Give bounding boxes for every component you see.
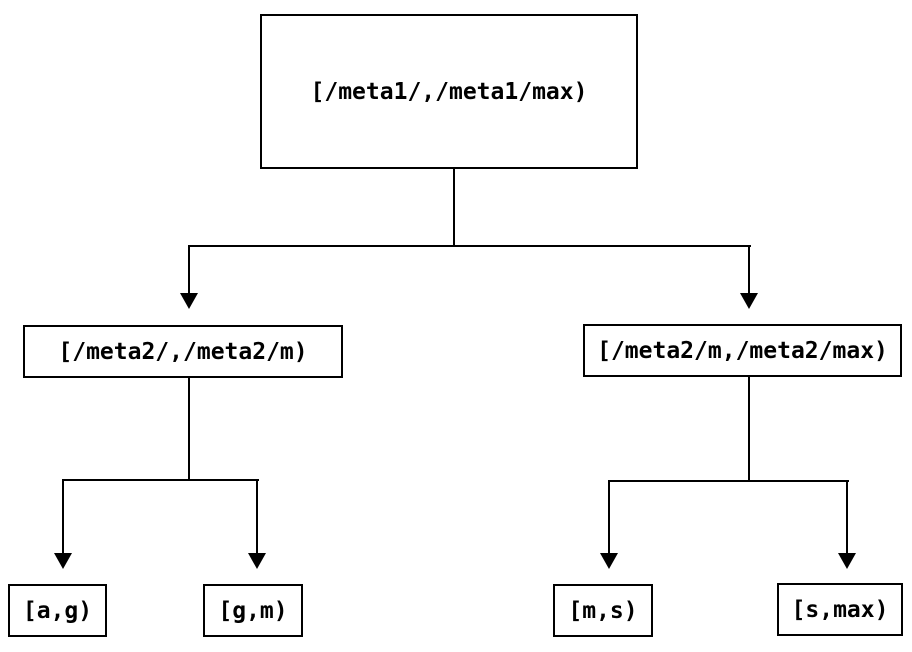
arrowhead-down-icon: [54, 553, 72, 569]
edge-root-drop-line: [453, 169, 455, 247]
node-leaf-gm-interval: [g,m): [203, 584, 303, 637]
node-meta2-right-interval: [/meta2/m,/meta2/max): [583, 324, 902, 377]
node-root-interval: [/meta1/,/meta1/max): [260, 14, 638, 169]
edge-root-to-left-stem-line: [188, 245, 190, 293]
arrowhead-down-icon: [740, 293, 758, 309]
edge-right-branch-line: [609, 480, 849, 482]
edge-to-leaf-ms-stem-line: [608, 480, 610, 553]
arrowhead-down-icon: [838, 553, 856, 569]
arrowhead-down-icon: [600, 553, 618, 569]
edge-to-leaf-smax-stem-line: [846, 480, 848, 553]
node-leaf-ms-interval: [m,s): [553, 584, 653, 637]
edge-to-leaf-ag-stem-line: [62, 479, 64, 553]
node-meta2-left-interval: [/meta2/,/meta2/m): [23, 325, 343, 378]
edge-left-drop-line: [188, 377, 190, 481]
edge-left-branch-line: [63, 479, 259, 481]
node-leaf-ag-interval: [a,g): [8, 584, 107, 637]
edge-root-branch-line: [189, 245, 751, 247]
edge-right-drop-line: [748, 377, 750, 481]
edge-to-leaf-gm-stem-line: [256, 479, 258, 553]
edge-root-to-right-stem-line: [748, 245, 750, 293]
arrowhead-down-icon: [248, 553, 266, 569]
arrowhead-down-icon: [180, 293, 198, 309]
node-leaf-smax-interval: [s,max): [777, 583, 903, 636]
